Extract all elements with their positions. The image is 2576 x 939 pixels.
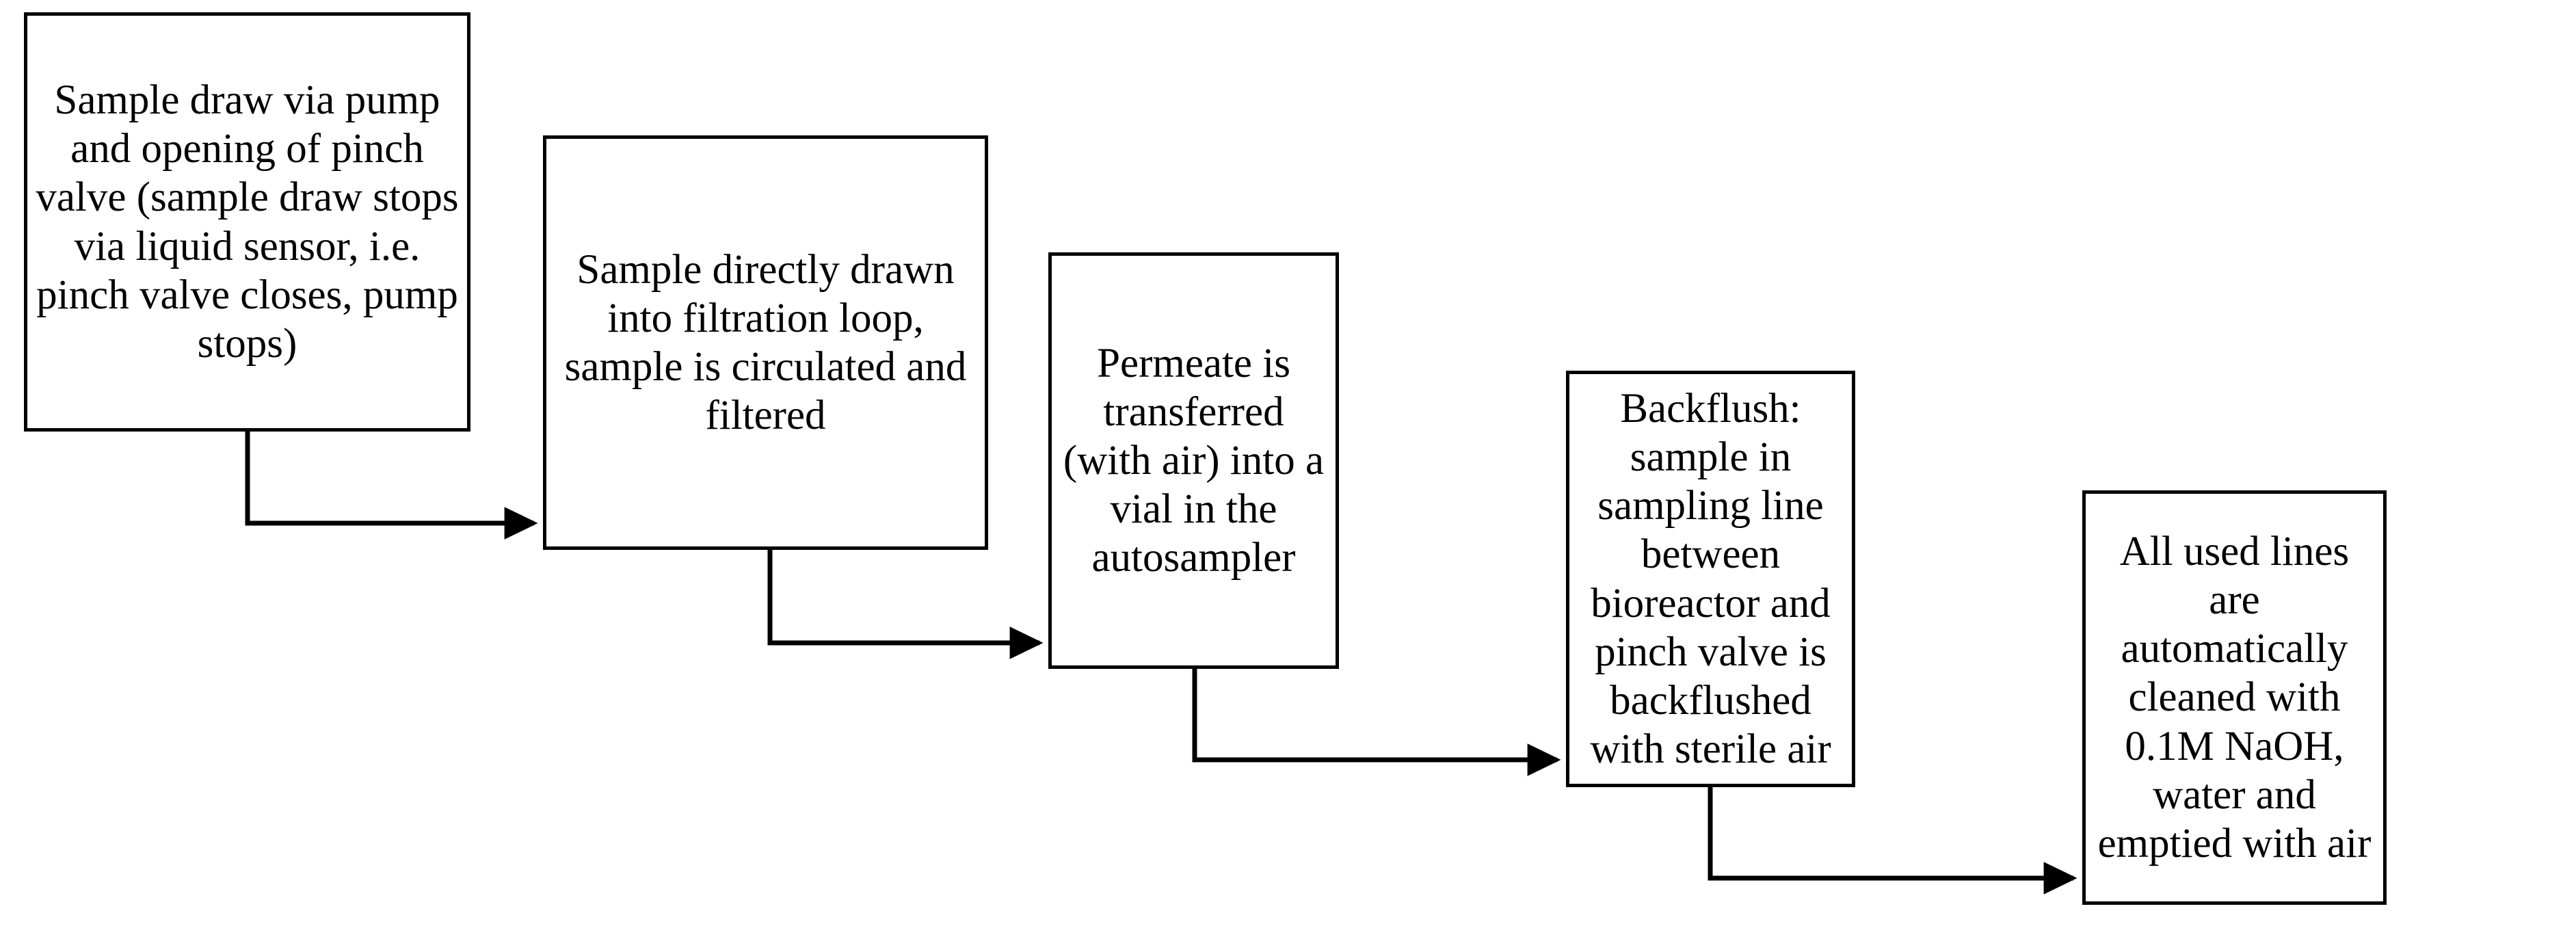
flow-node-step-4[interactable]: Backflush: sample in sampling line betwe…	[1566, 371, 1855, 787]
flow-node-step-5-label: All used lines are automatically cleaned…	[2097, 529, 2372, 867]
flow-node-step-3[interactable]: Permeate is transferred (with air) into …	[1048, 252, 1339, 669]
flow-node-step-5[interactable]: All used lines are automatically cleaned…	[2082, 490, 2387, 905]
connector-step3-step4	[1192, 669, 1561, 776]
flow-node-step-2-label: Sample directly drawn into filtration lo…	[564, 246, 967, 439]
flow-node-step-1-label: Sample draw via pump and opening of pinc…	[36, 77, 459, 367]
connector-step2-step3	[767, 550, 1044, 659]
connector-step1-step2	[245, 432, 538, 540]
flow-node-step-1[interactable]: Sample draw via pump and opening of pinc…	[24, 12, 470, 432]
flow-node-step-4-label: Backflush: sample in sampling line betwe…	[1590, 386, 1831, 772]
flow-node-step-2[interactable]: Sample directly drawn into filtration lo…	[543, 135, 988, 550]
connector-step4-step5	[1708, 787, 2077, 895]
flow-node-step-3-label: Permeate is transferred (with air) into …	[1063, 340, 1325, 581]
